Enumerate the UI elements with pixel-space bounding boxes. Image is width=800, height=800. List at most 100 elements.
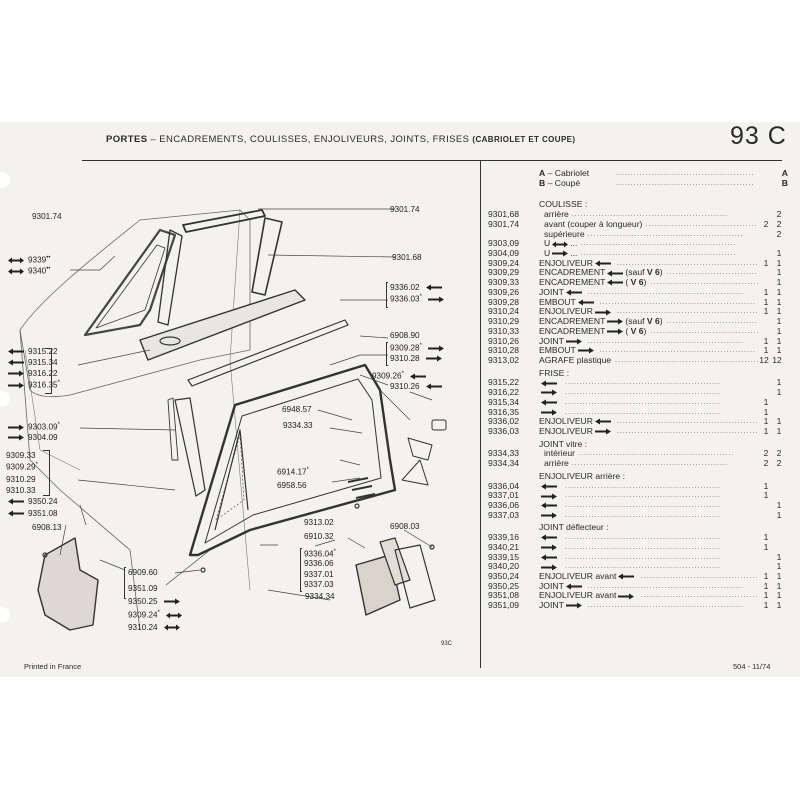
callout-label: 9309.33 [6, 451, 36, 460]
qty-cabriolet: 1 [763, 286, 769, 297]
leader-dots: ........................................… [565, 492, 722, 500]
callout-label: 9310.29 [6, 475, 36, 484]
qty-cabriolet: 1 [763, 296, 769, 307]
part-row: 9337,03.................................… [488, 509, 794, 521]
callout-text: 9310.24 [128, 623, 158, 632]
legend-letter: A [539, 168, 546, 178]
qty-coupe: 2 [776, 228, 782, 239]
leader-dots: ........................................… [587, 337, 744, 345]
callout-text: 9337.01 [304, 570, 334, 579]
part-reference: 9310,33 [488, 325, 520, 336]
part-reference: 9337,03 [488, 509, 520, 520]
callout-text: 9309.29 [6, 462, 36, 472]
binder-hole [0, 391, 10, 407]
left-arrow-icon [541, 399, 557, 406]
callout-text: 9350.25 [128, 597, 158, 606]
qty-cabriolet: 1 [763, 396, 769, 407]
leader-dots: ........................................… [645, 220, 758, 228]
callout-label: 9315.22 [6, 347, 58, 356]
part-row: 9315,22.................................… [488, 378, 794, 388]
double-arrow-icon [165, 612, 182, 619]
leader-dots: ........................................… [578, 450, 735, 458]
leader-dots: ........................................… [640, 573, 758, 581]
callout-text: 6948.57 [282, 405, 312, 414]
callout-label: 9316.22 [6, 369, 58, 378]
right-arrow-icon [8, 434, 24, 441]
binder-hole [0, 172, 10, 188]
callout-label: 6914.17* [277, 467, 309, 477]
callout-text: 9301.68 [392, 253, 422, 262]
part-reference: 9310,26 [488, 335, 520, 346]
part-description [539, 562, 559, 572]
group-bracket [43, 450, 50, 496]
callout-label: 9310.24 [128, 623, 182, 632]
right-arrow-icon [541, 409, 557, 416]
variant-mark: * [419, 294, 422, 300]
part-reference: 9336,06 [488, 500, 520, 510]
callout-label: 9350.25 [128, 597, 182, 606]
left-arrow-icon [565, 289, 582, 296]
callout-label: 9336.02 [390, 283, 444, 292]
callout-label: 9310.26 [390, 382, 444, 391]
part-reference: 9351,09 [488, 600, 520, 611]
part-row: supérieure..............................… [488, 228, 794, 240]
leader-dots: ........................................… [599, 347, 756, 355]
part-row: 9340,21.................................… [488, 542, 794, 553]
callout-label: 9304.09 [6, 433, 58, 442]
part-reference: 9309,24 [488, 257, 520, 268]
callout-text: 9336.06 [304, 559, 334, 568]
callout-text: 9304.09 [28, 433, 58, 442]
callout-label: 6908.13 [32, 523, 62, 532]
leader-dots: ........................................… [616, 179, 755, 187]
left-arrow-icon [607, 270, 624, 277]
part-description: EMBOUT [539, 345, 596, 356]
leader-dots: ........................................… [565, 408, 722, 416]
callout-label: 9310.33 [6, 486, 36, 495]
legend-code: B [781, 177, 788, 188]
right-arrow-icon [427, 345, 444, 352]
qty-coupe: 1 [776, 551, 782, 562]
part-description: FRISE : [539, 367, 570, 378]
variant-mark: •• [46, 266, 51, 272]
edition: 504 - 11/74 [733, 662, 771, 671]
part-reference: 9316,22 [488, 387, 520, 398]
catalog-page [0, 122, 800, 677]
callout-label: 9337.03 [304, 580, 334, 589]
legend-label: – Cabriolet [545, 168, 590, 178]
left-arrow-icon [8, 359, 24, 366]
callout-label: 6958.56 [277, 481, 307, 490]
part-description: ENCADREMENT(sauf V 6) [539, 316, 663, 327]
qty-coupe: 1 [776, 306, 782, 317]
part-description: JOINT [539, 336, 584, 347]
part-reference: 9336,02 [488, 416, 520, 427]
callout-label: 9315.34 [6, 358, 58, 367]
part-description: U... [544, 238, 578, 249]
leader-dots: ........................................… [650, 279, 758, 287]
group-bracket [45, 348, 52, 394]
printed-note: Printed in France [24, 662, 82, 671]
qty-coupe: 2 [776, 218, 782, 229]
variant-mark: * [157, 610, 160, 616]
right-arrow-icon [541, 493, 557, 500]
callout-text: 9309.26 [372, 371, 402, 381]
left-arrow-icon [565, 583, 582, 590]
group-bracket [300, 548, 302, 592]
part-description [539, 533, 559, 543]
left-arrow-icon [577, 299, 594, 306]
part-row: 9315,34.................................… [488, 396, 794, 408]
part-reference: 9336,04 [488, 480, 520, 491]
right-arrow-icon [594, 428, 611, 435]
callout-label: 9339•• [6, 255, 50, 265]
variant-mark: * [333, 549, 336, 555]
callout-text: 6958.56 [277, 481, 307, 490]
part-description: arrière [544, 458, 569, 469]
